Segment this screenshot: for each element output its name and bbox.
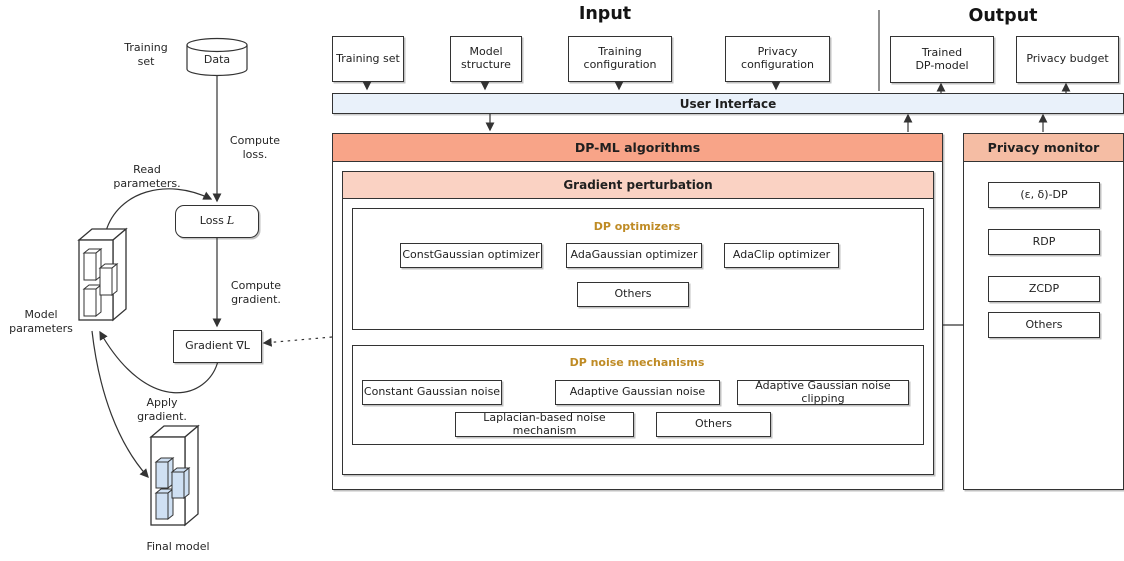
arrow-to-final-model — [91, 330, 149, 478]
noise-label: Adaptive Gaussian noise — [569, 385, 706, 399]
input-box-privacy-configuration: Privacy configuration — [725, 36, 830, 82]
privacy-monitor-header: Privacy monitor — [964, 134, 1123, 162]
arrow-read-parameters — [105, 188, 213, 232]
privacy-monitor-title: Privacy monitor — [987, 140, 1100, 155]
noise-label: Constant Gaussian noise — [363, 385, 501, 399]
noise-adaptive-gaussian-clipping: Adaptive Gaussian noise clipping — [737, 378, 909, 405]
input-box-training-set: Training set — [332, 36, 404, 82]
loss-symbol: L — [226, 214, 235, 228]
read-parameters-label: Read parameters. — [113, 163, 181, 191]
noise-label: Laplacian-based noise mechanism — [483, 410, 606, 437]
optimizer-adaclip: AdaClip optimizer — [724, 243, 839, 268]
input-box-training-configuration: Training configuration — [568, 36, 672, 82]
output-box-label: Privacy budget — [1026, 52, 1109, 66]
input-box-label: Training set — [336, 51, 400, 65]
noise-label: Others — [695, 417, 732, 431]
output-box-trained-dp-model: Trained DP-model — [890, 36, 994, 83]
input-box-label: Training configuration — [583, 45, 657, 71]
output-box-label: Trained DP-model — [915, 45, 969, 72]
gradient-label: Gradient ∇L — [185, 339, 250, 353]
optimizer-constgaussian: ConstGaussian optimizer — [400, 243, 542, 268]
dpml-algorithms-title: DP-ML algorithms — [574, 140, 701, 155]
database-cylinder-icon — [186, 37, 248, 77]
compute-loss-label: Compute loss. — [229, 134, 281, 162]
monitor-others: Others — [988, 312, 1100, 338]
monitor-label: (ε, δ)-DP — [1020, 187, 1068, 201]
optimizer-others: Others — [577, 282, 689, 307]
arrow-apply-gradient — [99, 330, 219, 394]
monitor-rdp: RDP — [988, 229, 1100, 255]
optimizer-label: AdaGaussian optimizer — [570, 248, 698, 262]
optimizer-label: ConstGaussian optimizer — [402, 248, 540, 262]
dotted-arrow-dpml-to-gradient — [262, 336, 333, 347]
optimizer-label: AdaClip optimizer — [732, 248, 831, 262]
noise-label: Adaptive Gaussian noise clipping — [755, 378, 891, 405]
monitor-label: Others — [1025, 317, 1063, 331]
output-box-privacy-budget: Privacy budget — [1016, 36, 1119, 83]
monitor-zcdp: ZCDP — [988, 276, 1100, 302]
final-model-label: Final model — [146, 540, 210, 553]
monitor-label: ZCDP — [1028, 281, 1060, 295]
model-parameters-icon — [77, 227, 128, 322]
noise-laplacian: Laplacian-based noise mechanism — [455, 410, 634, 437]
dp-optimizers-title: DP optimizers — [593, 220, 681, 233]
training-set-label: Training set — [124, 41, 168, 69]
input-box-label: Privacy configuration — [741, 45, 814, 71]
gradient-perturbation-header: Gradient perturbation — [343, 172, 933, 199]
noise-constant-gaussian: Constant Gaussian noise — [362, 380, 502, 405]
user-interface-bar: User Interface — [332, 93, 1124, 114]
loss-label: Loss — [199, 214, 224, 228]
apply-gradient-label: Apply gradient. — [137, 396, 187, 424]
input-title: Input — [578, 4, 632, 24]
noise-others: Others — [656, 412, 771, 437]
dpml-algorithms-header: DP-ML algorithms — [333, 134, 942, 162]
monitor-label: RDP — [1032, 234, 1056, 248]
optimizer-label: Others — [614, 287, 652, 301]
gradient-box: Gradient ∇L — [173, 330, 262, 363]
noise-adaptive-gaussian: Adaptive Gaussian noise — [555, 380, 720, 405]
input-box-label: Model structure — [461, 45, 511, 71]
dp-noise-title: DP noise mechanisms — [569, 356, 705, 369]
monitor-eps-delta-dp: (ε, δ)-DP — [988, 182, 1100, 208]
dp-optimizers-group — [352, 208, 924, 330]
compute-gradient-label: Compute gradient. — [230, 279, 282, 307]
gradient-perturbation-title: Gradient perturbation — [563, 178, 713, 192]
output-title: Output — [968, 6, 1038, 26]
model-parameters-label: Model parameters — [9, 308, 73, 336]
final-model-icon — [149, 424, 200, 527]
user-interface-label: User Interface — [679, 96, 777, 111]
data-label: Data — [203, 53, 231, 66]
optimizer-adagaussian: AdaGaussian optimizer — [566, 243, 702, 268]
input-box-model-structure: Model structure — [450, 36, 522, 82]
